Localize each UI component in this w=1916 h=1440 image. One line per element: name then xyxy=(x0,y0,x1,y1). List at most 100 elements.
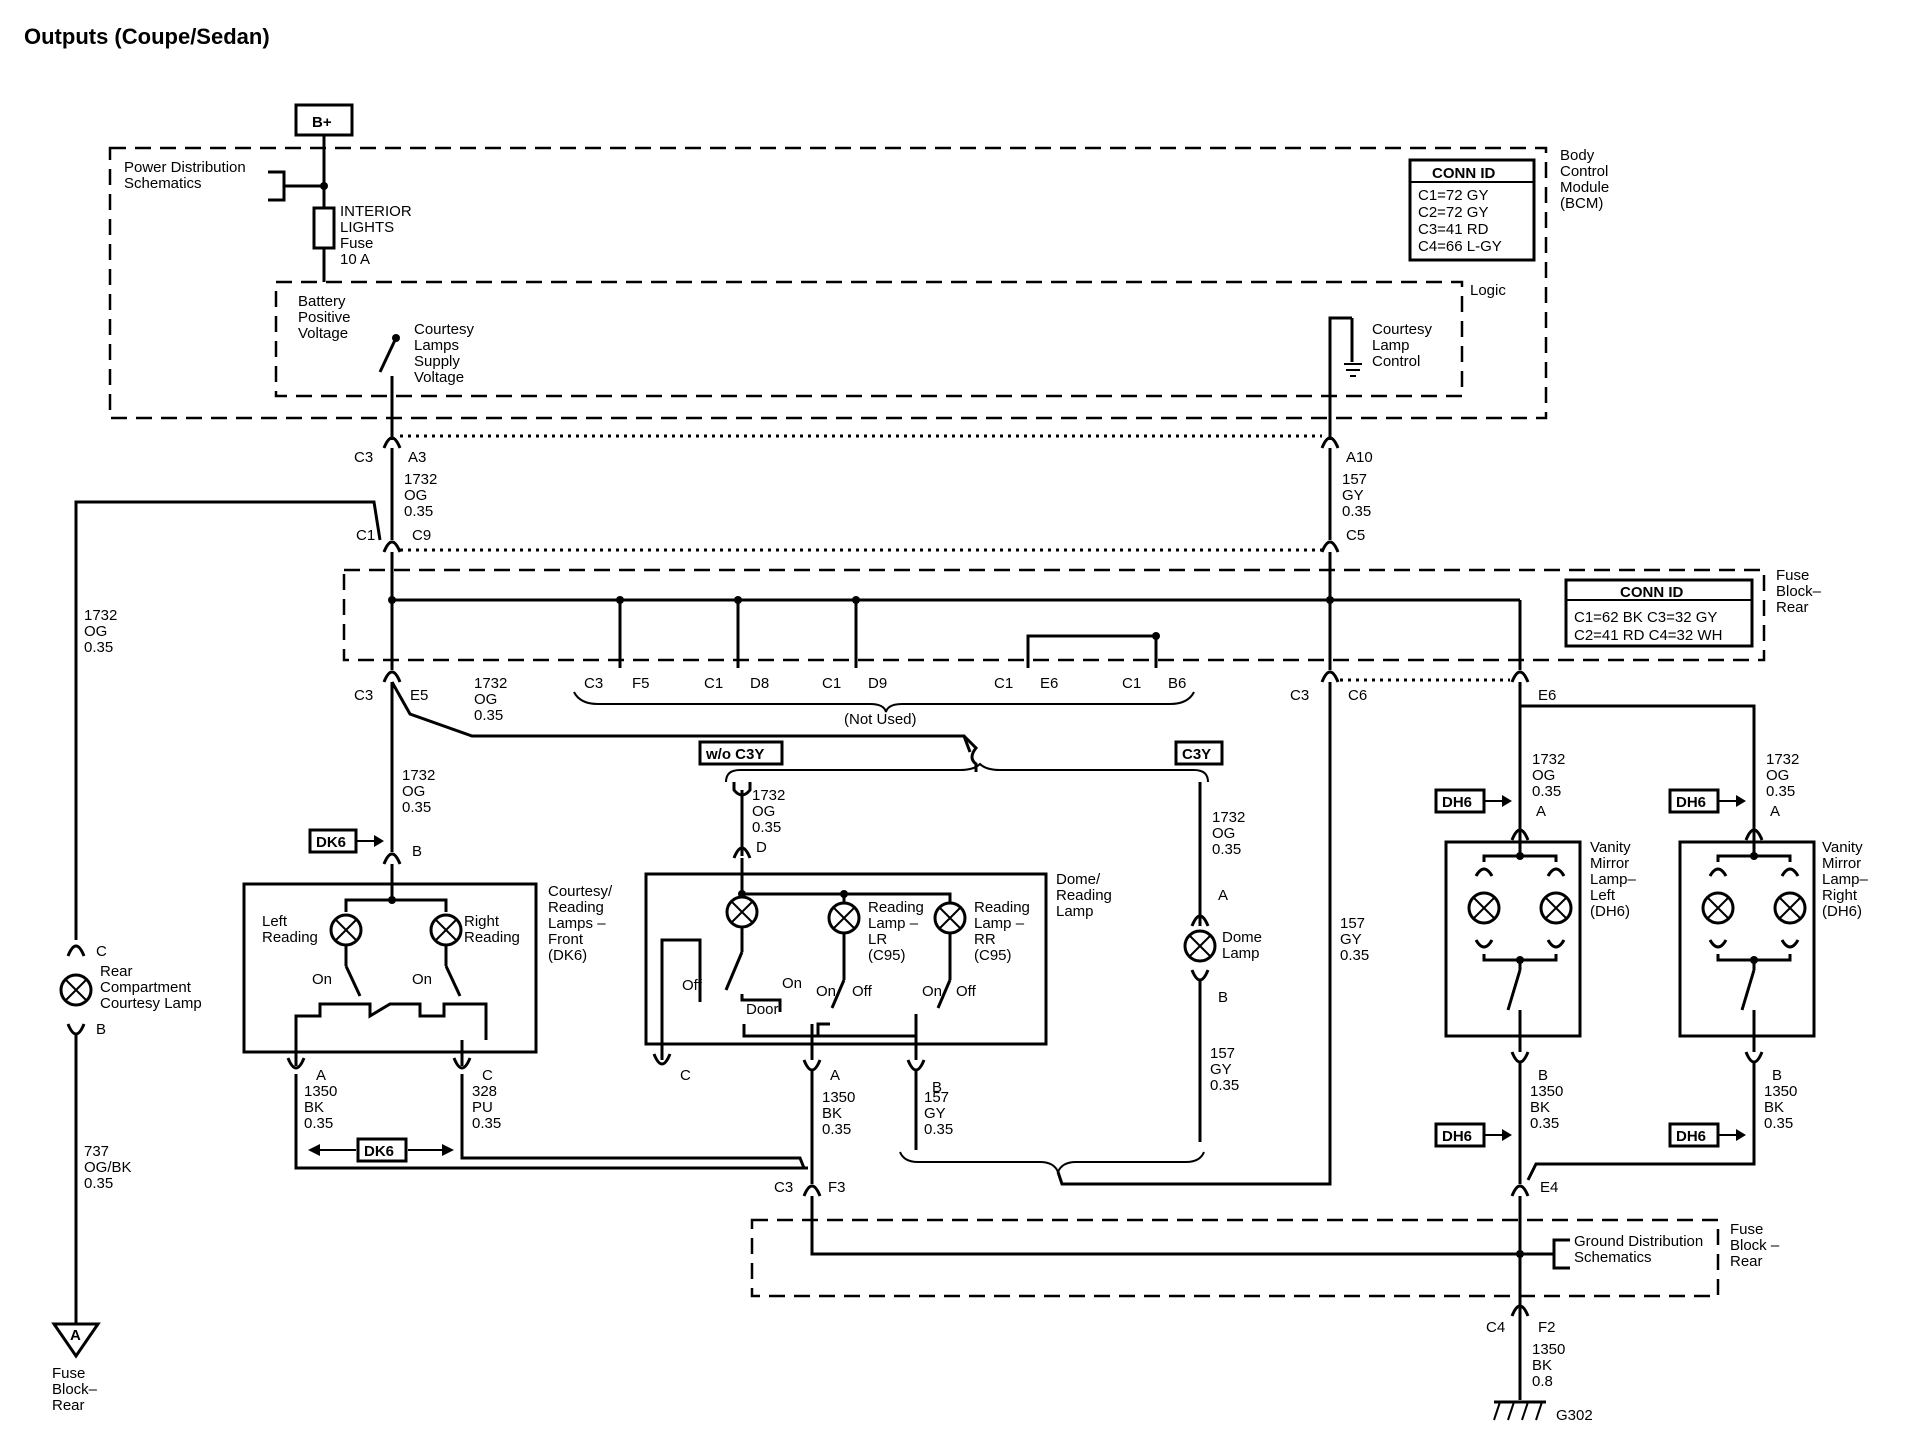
connector-dome-a: A xyxy=(802,1059,840,1084)
svg-text:GY: GY xyxy=(1340,931,1362,948)
svg-text:C2=72 GY: C2=72 GY xyxy=(1418,204,1488,221)
svg-text:A: A xyxy=(830,1067,840,1084)
svg-text:1732: 1732 xyxy=(1532,751,1565,768)
ref-dh6-left-bottom: DH6 xyxy=(1434,1122,1512,1148)
unused-taps xyxy=(616,596,1160,668)
svg-text:C9: C9 xyxy=(412,527,431,544)
svg-text:LIGHTS: LIGHTS xyxy=(340,219,394,236)
svg-text:1350: 1350 xyxy=(304,1083,337,1100)
svg-text:157: 157 xyxy=(924,1089,949,1106)
svg-text:Block –: Block – xyxy=(1730,1237,1780,1254)
svg-text:B: B xyxy=(1772,1067,1782,1084)
svg-text:(C95): (C95) xyxy=(974,947,1012,964)
svg-text:1732: 1732 xyxy=(752,787,785,804)
dome-reading-lamp-main xyxy=(724,895,759,991)
svg-text:Reading: Reading xyxy=(1056,887,1112,904)
svg-text:1732: 1732 xyxy=(1766,751,1799,768)
svg-text:OG: OG xyxy=(1212,825,1235,842)
connector-c5: C5 xyxy=(1320,527,1365,553)
svg-text:C3=41 RD: C3=41 RD xyxy=(1418,221,1489,238)
svg-text:Lamp–: Lamp– xyxy=(1822,871,1869,888)
not-used-label: (Not Used) xyxy=(844,711,917,728)
svg-text:Voltage: Voltage xyxy=(298,325,348,342)
svg-text:OG: OG xyxy=(752,803,775,820)
svg-text:0.35: 0.35 xyxy=(924,1121,953,1138)
svg-text:C3: C3 xyxy=(584,675,603,692)
svg-text:Fuse: Fuse xyxy=(1730,1221,1763,1238)
rr-on-label: On xyxy=(922,983,942,1000)
svg-text:Rear: Rear xyxy=(52,1397,85,1414)
ground-g302-label: G302 xyxy=(1556,1407,1593,1424)
svg-text:OG: OG xyxy=(474,691,497,708)
connector-c4-f2: C4 F2 xyxy=(1486,1304,1556,1336)
svg-text:C1: C1 xyxy=(704,675,723,692)
svg-text:A: A xyxy=(316,1067,326,1084)
svg-text:DK6: DK6 xyxy=(364,1143,394,1160)
svg-text:PU: PU xyxy=(472,1099,493,1116)
connector-c3-e5: C3 E5 xyxy=(354,670,428,704)
wire-737-label: 737 OG/BK 0.35 xyxy=(84,1143,132,1192)
svg-text:Fuse: Fuse xyxy=(52,1365,85,1382)
svg-text:157: 157 xyxy=(1210,1045,1235,1062)
wire-328-front-c xyxy=(460,1074,806,1169)
fuse-block-name: Fuse Block– Rear xyxy=(1776,567,1822,616)
left-reading-lamp xyxy=(329,913,363,997)
svg-text:DH6: DH6 xyxy=(1676,1128,1706,1145)
left-switch-on-label: On xyxy=(312,971,332,988)
svg-text:0.35: 0.35 xyxy=(822,1121,851,1138)
right-reading-label: Right Reading xyxy=(464,913,520,946)
svg-text:GY: GY xyxy=(1210,1061,1232,1078)
vanity-left-lamps xyxy=(1467,842,1573,1052)
connector-c1-c9: C1 C9 xyxy=(356,527,431,553)
svg-text:A10: A10 xyxy=(1346,449,1373,466)
svg-text:Voltage: Voltage xyxy=(414,369,464,386)
svg-text:DH6: DH6 xyxy=(1676,794,1706,811)
fuse-block-ground-boundary xyxy=(750,1218,1720,1298)
wire-1350-label-dome: 1350 BK 0.35 xyxy=(822,1089,855,1138)
connector-e6: E6 xyxy=(1510,670,1556,704)
svg-text:0.35: 0.35 xyxy=(1530,1115,1559,1132)
svg-text:OG: OG xyxy=(404,487,427,504)
courtesy-lamp-control-label: Courtesy Lamp Control xyxy=(1372,321,1433,370)
svg-text:C: C xyxy=(482,1067,493,1084)
fuse-block-conn-id-table: CONN ID C1=62 BK C3=32 GY C2=41 RD C4=32… xyxy=(1564,578,1754,648)
connector-vr-b: B xyxy=(1744,1051,1782,1084)
wire-1732-label-top: 1732 OG 0.35 xyxy=(404,471,437,520)
svg-text:E6: E6 xyxy=(1538,687,1556,704)
svg-text:C5: C5 xyxy=(1346,527,1365,544)
front-switch-contacts xyxy=(294,1002,488,1040)
svg-text:Reading: Reading xyxy=(464,929,520,946)
svg-text:B: B xyxy=(932,1079,942,1096)
svg-text:B: B xyxy=(412,843,422,860)
svg-text:Lamps: Lamps xyxy=(414,337,459,354)
svg-text:Reading: Reading xyxy=(548,899,604,916)
dome-lamp xyxy=(1183,914,1217,982)
svg-text:LR: LR xyxy=(868,931,887,948)
svg-text:C1: C1 xyxy=(356,527,375,544)
rear-lamp-pin-c: C xyxy=(96,943,107,960)
wire-1732-label-dome: 1732 OG 0.35 xyxy=(752,787,785,836)
svg-text:Battery: Battery xyxy=(298,293,346,310)
svg-text:737: 737 xyxy=(84,1143,109,1160)
connector-front-a: A xyxy=(286,1057,326,1084)
connector-front-b: B xyxy=(382,843,422,865)
ref-dh6-right-bottom: DH6 xyxy=(1668,1122,1746,1148)
svg-text:C3: C3 xyxy=(774,1179,793,1196)
svg-text:Left: Left xyxy=(262,913,288,930)
svg-text:Power Distribution: Power Distribution xyxy=(124,159,246,176)
wire-157-label-dome: 157 GY 0.35 xyxy=(924,1089,953,1138)
wire-1732-label-c3y: 1732 OG 0.35 xyxy=(1212,809,1245,858)
vanity-left-label: Vanity Mirror Lamp– Left (DH6) xyxy=(1590,839,1637,920)
svg-text:BK: BK xyxy=(1532,1357,1552,1374)
fuse-block-ref-triangle: A xyxy=(51,1322,101,1359)
svg-text:Mirror: Mirror xyxy=(1590,855,1629,872)
svg-text:0.35: 0.35 xyxy=(84,1175,113,1192)
courtesy-lamp-control-driver xyxy=(1328,316,1362,440)
connector-c3-a10: A10 xyxy=(1320,436,1373,466)
rr-off-label: Off xyxy=(956,983,977,1000)
wire-157-label-c6: 157 GY 0.35 xyxy=(1340,915,1369,964)
wire-1350-front-a xyxy=(294,1074,808,1170)
left-reading-label: Left Reading xyxy=(262,913,318,946)
wire-1732-e5-branch xyxy=(390,681,972,753)
wire-1732-label-rear: 1732 OG 0.35 xyxy=(84,607,117,656)
